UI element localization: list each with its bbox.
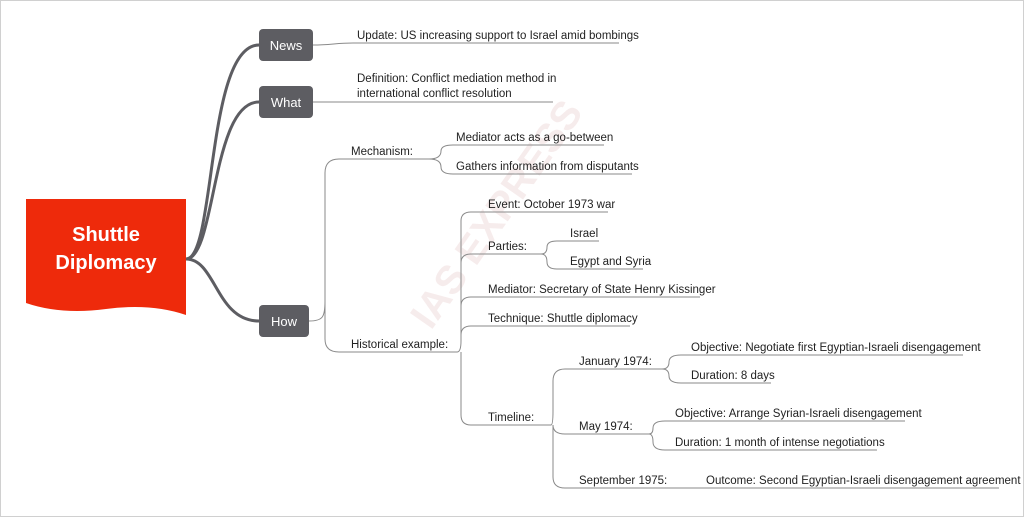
main-connectors (185, 43, 260, 323)
party-egypt-syria: Egypt and Syria (570, 256, 652, 268)
party-israel: Israel (570, 228, 598, 240)
timeline-jan-objective: Objective: Negotiate first Egyptian-Isra… (691, 342, 981, 354)
watermark: IAS EXPRESS (402, 92, 591, 336)
root-node[interactable]: Shuttle Diplomacy (26, 199, 186, 315)
timeline-jan-label: January 1974: (579, 356, 652, 368)
branch-how[interactable]: How (259, 305, 309, 337)
timeline-label: Timeline: (488, 412, 534, 424)
branch-what-box (259, 86, 313, 118)
news-update: Update: US increasing support to Israel … (357, 30, 639, 42)
timeline-sep-label: September 1975: (579, 475, 667, 487)
branch-how-box (259, 305, 309, 337)
timeline-may-duration: Duration: 1 month of intense negotiation… (675, 437, 885, 449)
historical-label: Historical example: (351, 339, 448, 351)
what-definition-line2: international conflict resolution (357, 88, 512, 100)
mechanism-item-1: Mediator acts as a go-between (456, 132, 613, 144)
timeline-sep-outcome: Outcome: Second Egyptian-Israeli disenga… (706, 475, 1021, 487)
branch-news-label: News (270, 38, 303, 53)
parties-label: Parties: (488, 241, 527, 253)
timeline-jan-duration: Duration: 8 days (691, 370, 775, 382)
root-title-line2: Diplomacy (55, 252, 157, 274)
root-title-line1: Shuttle (72, 224, 140, 246)
mechanism-item-2: Gathers information from disputants (456, 161, 639, 173)
branch-how-label: How (271, 314, 298, 329)
branch-what-label: What (271, 95, 302, 110)
branch-news-box (259, 29, 313, 61)
historical-event: Event: October 1973 war (488, 199, 615, 211)
timeline-may-label: May 1974: (579, 421, 633, 433)
sub-connectors (308, 42, 999, 489)
timeline-may-objective: Objective: Arrange Syrian-Israeli diseng… (675, 408, 923, 420)
what-definition-line1: Definition: Conflict mediation method in (357, 73, 556, 85)
branch-news[interactable]: News (259, 29, 313, 61)
branch-what[interactable]: What (259, 86, 313, 118)
historical-mediator: Mediator: Secretary of State Henry Kissi… (488, 284, 716, 296)
mechanism-label: Mechanism: (351, 146, 413, 158)
root-banner (26, 199, 186, 315)
historical-technique: Technique: Shuttle diplomacy (488, 313, 638, 325)
